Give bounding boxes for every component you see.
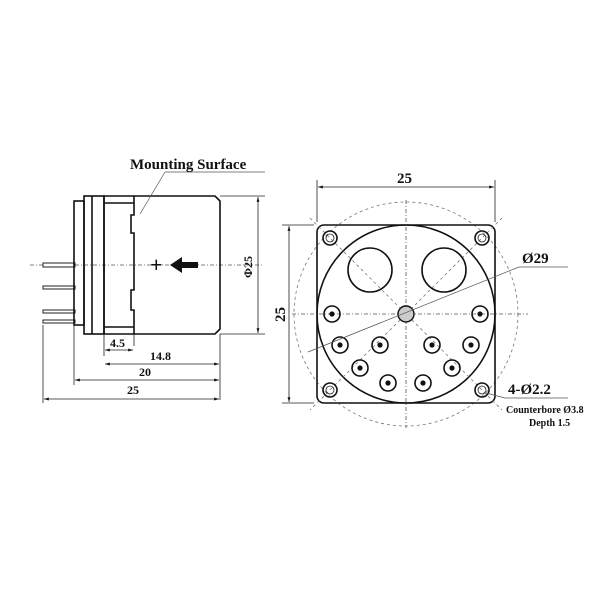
mounting-surface-leader: [139, 171, 166, 215]
mount-hole-br: [474, 382, 490, 398]
bolt-circle-leader: [307, 266, 520, 353]
mount-hole-leader: [485, 392, 506, 399]
mounting-surface-label: Mounting Surface: [130, 157, 247, 173]
width-label: 25: [397, 171, 412, 187]
depth-label: Depth 1.5: [529, 418, 570, 429]
bolt-circle-label: Ø29: [522, 251, 549, 267]
large-opening-left: [347, 247, 393, 293]
terminal-pins: [323, 305, 489, 392]
height-label: 25: [273, 307, 289, 322]
main-body: [134, 195, 221, 335]
mount-hole-tl: [322, 230, 338, 246]
diameter-label: Φ25: [241, 256, 255, 278]
dim-20: 20: [139, 365, 151, 379]
dim-25: 25: [127, 383, 139, 397]
front-view: 25 25 Ø29 4-Ø2.2 Counterbore Ø3.8 Depth …: [273, 171, 584, 429]
center-pin: [397, 305, 415, 323]
mount-holes-label: 4-Ø2.2: [508, 382, 551, 398]
side-view: + Mounting Surface Φ25 4.5 14.8 20 25: [30, 157, 265, 403]
dim-14-8: 14.8: [150, 349, 171, 363]
mount-hole-tr: [474, 230, 490, 246]
large-opening-right: [421, 247, 467, 293]
polarity-plus: +: [150, 252, 163, 277]
connector-pins: [42, 262, 76, 324]
counterbore-label: Counterbore Ø3.8: [506, 405, 584, 416]
direction-arrow-icon: [170, 257, 198, 273]
dim-4-5: 4.5: [110, 336, 125, 350]
mount-hole-bl: [322, 382, 338, 398]
